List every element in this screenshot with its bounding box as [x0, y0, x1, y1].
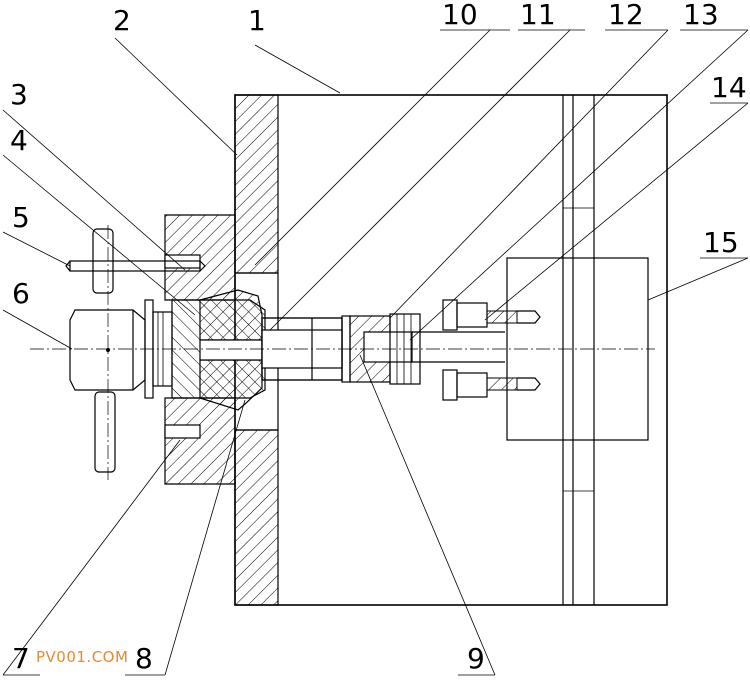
label-4: 4	[10, 124, 28, 157]
leader-lines	[2, 29, 749, 676]
label-9: 9	[467, 642, 485, 675]
label-14: 14	[711, 71, 747, 104]
part-2-plate	[234, 94, 279, 606]
part-3-flange	[164, 214, 236, 485]
part-13-fasteners	[442, 299, 541, 401]
label-2: 2	[113, 4, 131, 37]
label-10: 10	[442, 0, 478, 31]
label-5: 5	[12, 201, 30, 234]
part-6-handwheel	[69, 228, 173, 473]
center-lines	[30, 225, 655, 480]
watermark: PV001.COM	[36, 648, 128, 666]
label-6: 6	[12, 277, 30, 310]
part-labels: 1 2 3 4 5 6 7 8 9 10 11 12 13 14 15	[10, 0, 747, 675]
part-4-sleeve	[171, 289, 266, 411]
label-1: 1	[248, 4, 266, 37]
label-3: 3	[10, 78, 28, 111]
label-15: 15	[703, 226, 739, 259]
label-13: 13	[683, 0, 719, 31]
label-12: 12	[608, 0, 644, 31]
label-8: 8	[135, 642, 153, 675]
label-7: 7	[12, 642, 30, 675]
label-11: 11	[520, 0, 556, 31]
